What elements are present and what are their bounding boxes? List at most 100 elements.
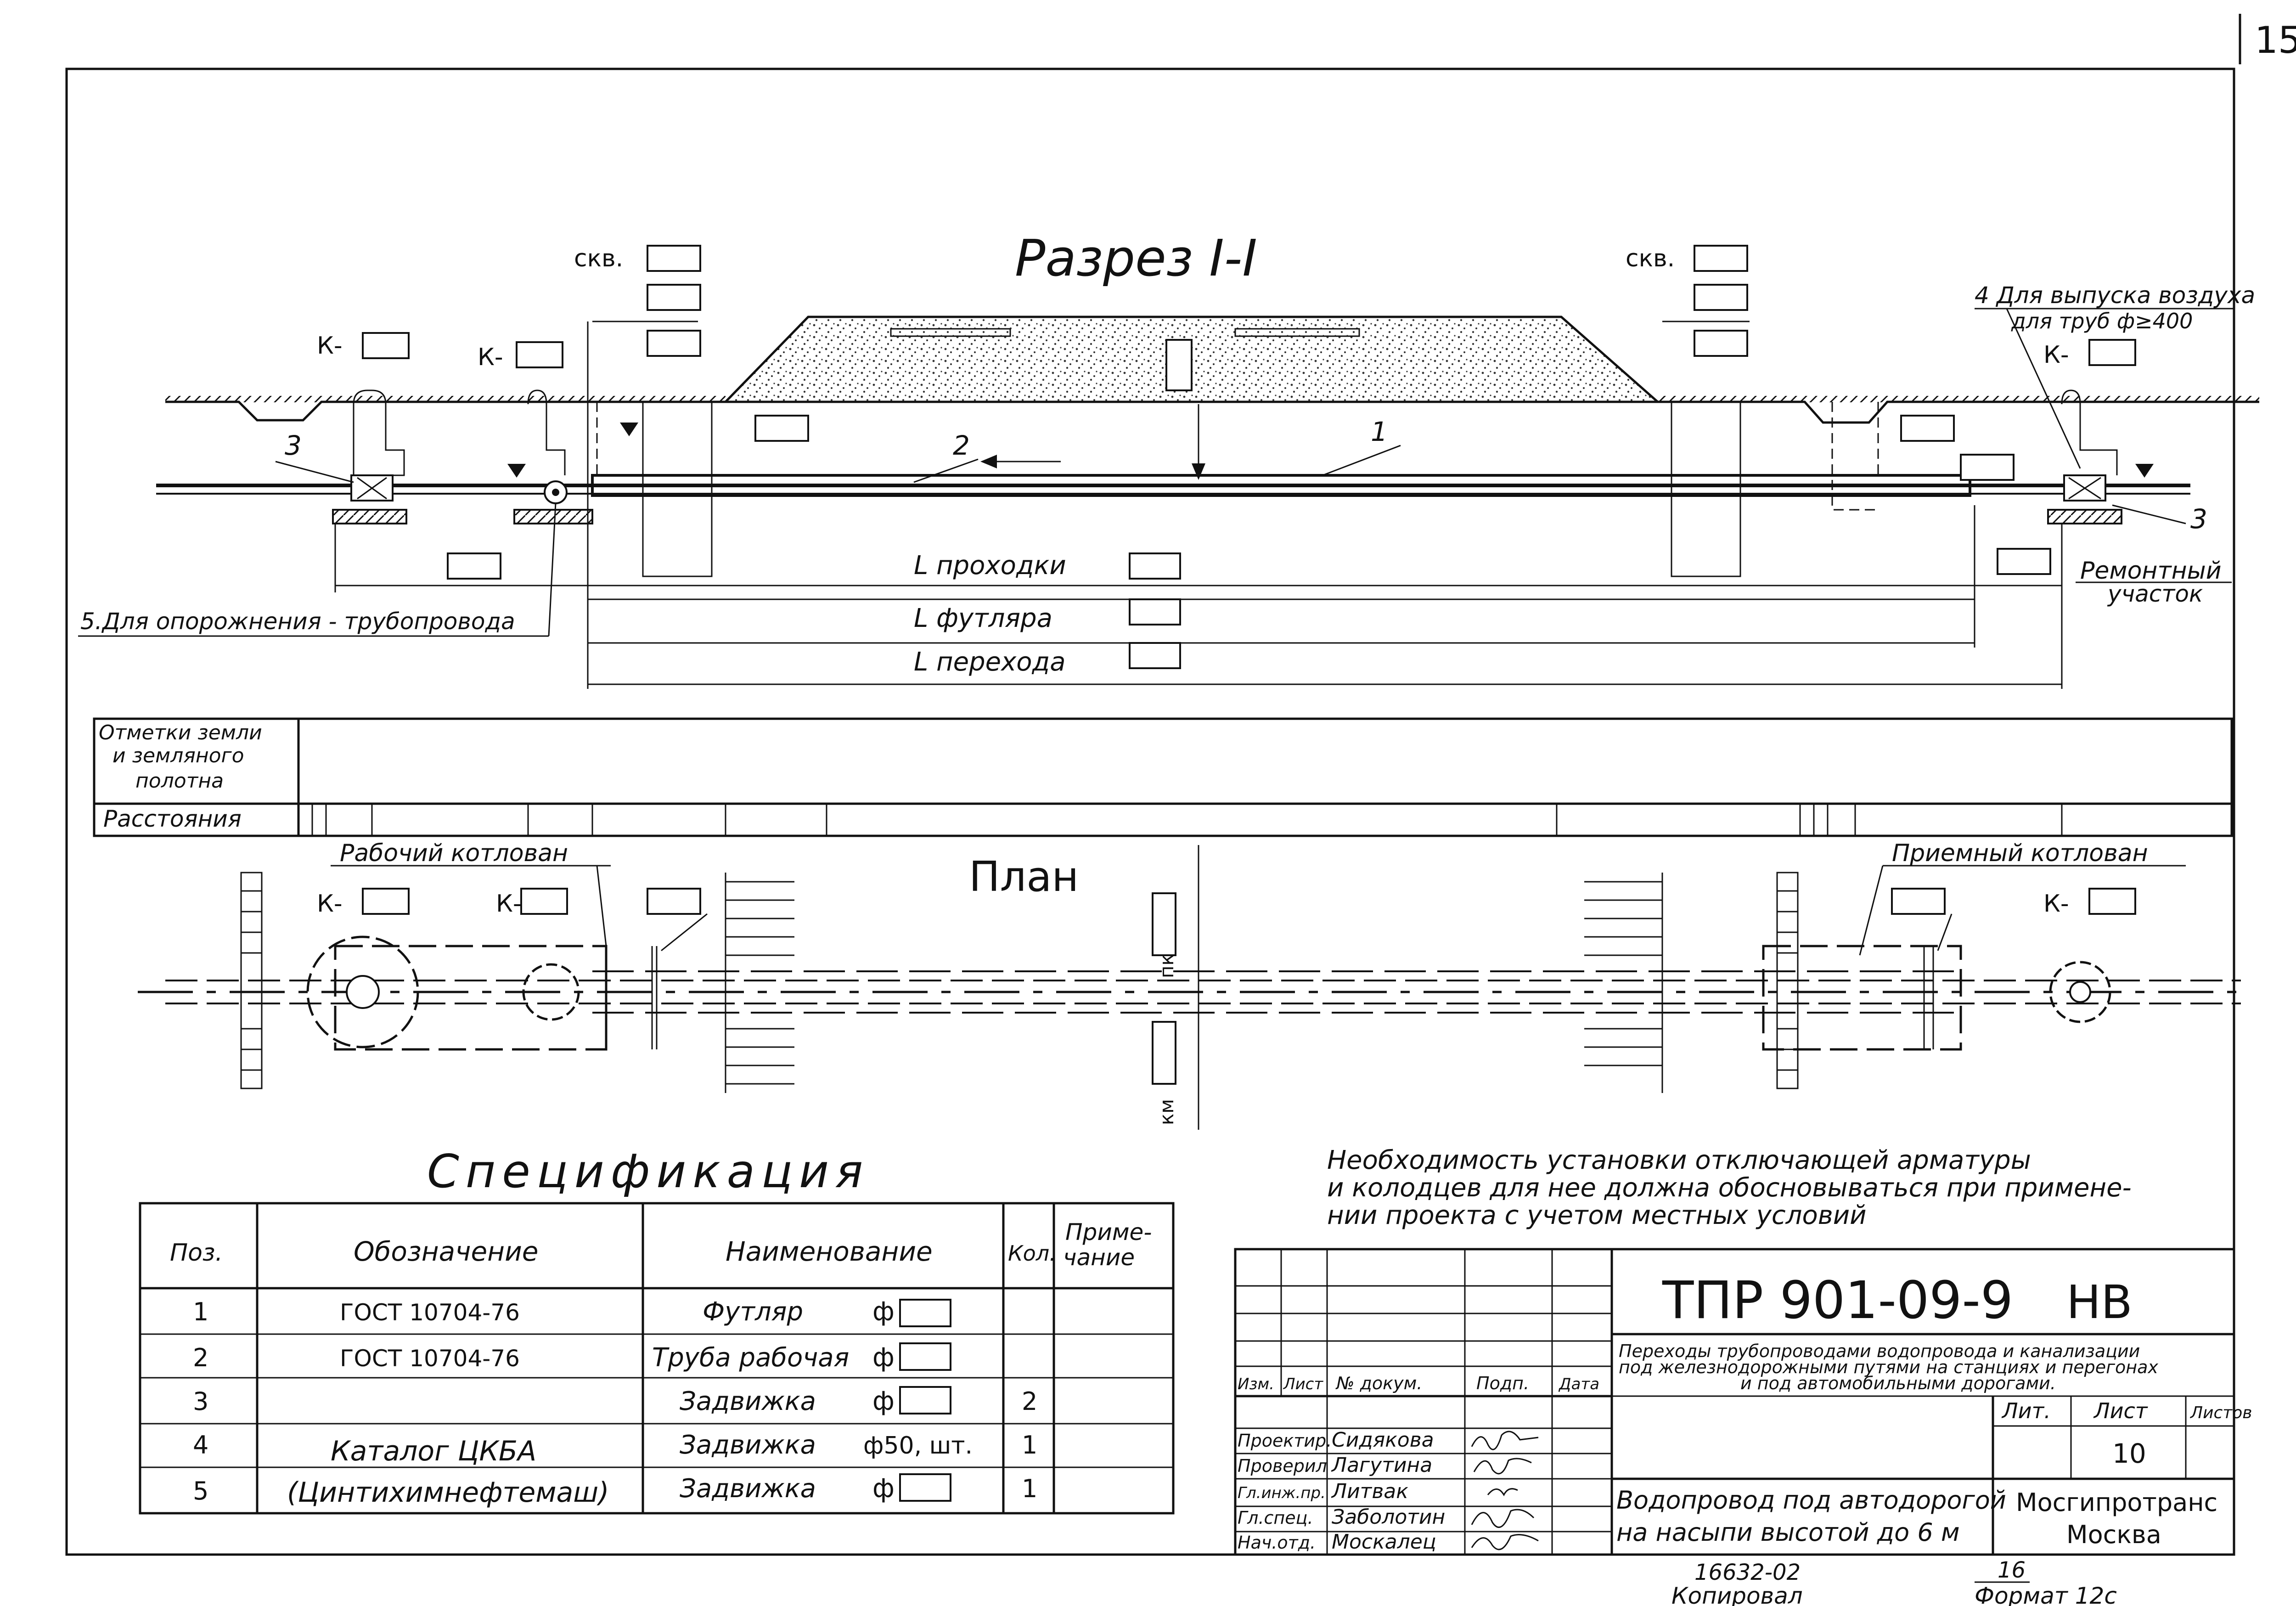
plan-pipeline xyxy=(138,970,2241,1014)
spec-row-5: 5 (Цинтихимнефтемаш) Задвижка ф 1 xyxy=(193,1473,1037,1509)
drawing-title-1: Водопровод под автодорогой xyxy=(1616,1486,2006,1515)
org-name: Мосгипротранс xyxy=(2016,1488,2217,1517)
plan-well-3 xyxy=(2049,961,2111,1023)
drawing-title-2: на насыпи высотой до 6 м xyxy=(1616,1518,1960,1547)
name-4: Заболотин xyxy=(1332,1505,1445,1529)
length-drilling: L проходки xyxy=(914,551,1066,580)
spec-row-4-qty: 1 xyxy=(1022,1431,1037,1459)
section-title: Разрез I-I xyxy=(1015,229,1257,287)
col-header-date: Дата xyxy=(1558,1375,1599,1393)
role-5: Нач.отд. xyxy=(1238,1533,1316,1553)
length-casing: L футляра xyxy=(914,603,1052,633)
pk-label: пк xyxy=(1155,954,1178,978)
sheet-border xyxy=(65,68,2235,1556)
callout-drain: 5.Для опорожнения - трубопровода xyxy=(80,608,515,635)
k-label-1: К- xyxy=(317,332,343,360)
well-right xyxy=(2047,389,2122,524)
plan-well-1 xyxy=(306,935,419,1048)
spec-row-5-sym: ф xyxy=(872,1474,895,1504)
profile-row-1-line3: полотна xyxy=(135,769,224,793)
profile-table xyxy=(93,717,2233,837)
length-crossing: L перехода xyxy=(914,647,1066,677)
spec-row-1-name: Футляр xyxy=(703,1297,803,1327)
spec-row-2-name: Труба рабочая xyxy=(652,1343,849,1373)
plan-k-label-2: К- xyxy=(496,890,522,918)
name-1: Сидякова xyxy=(1332,1428,1434,1452)
doc-suffix: НВ xyxy=(2066,1275,2133,1329)
doc-desc-1: Переходы трубопроводами водопровода и ка… xyxy=(1619,1341,2140,1361)
spec-row-5-qty: 1 xyxy=(1022,1474,1037,1503)
note-line-1: Необходимость установки отключающей арма… xyxy=(1327,1145,2031,1175)
name-2: Лагутина xyxy=(1331,1454,1432,1477)
footer-format: Формат 12с xyxy=(1975,1583,2117,1606)
spec-table xyxy=(139,1202,1175,1515)
repair-section-label: Ремонтный xyxy=(2080,557,2222,585)
footer-page: 16 xyxy=(1998,1557,2026,1583)
spec-row-1-code: ГОСТ 10704-76 xyxy=(340,1299,520,1326)
listov-label: Листов xyxy=(2189,1403,2252,1422)
pos-3-marker-left: 3 xyxy=(285,430,302,461)
spec-row-3: 3 Задвижка ф 2 xyxy=(193,1386,1037,1416)
doc-desc-3: и под автомобильными дорогами. xyxy=(1740,1373,2056,1393)
signatures xyxy=(1471,1431,1539,1550)
plan-k-label-1: К- xyxy=(317,890,343,918)
km-label: км xyxy=(1155,1099,1178,1125)
spec-catalog-line1: Каталог ЦКБА xyxy=(331,1435,536,1467)
spec-header-qty: Кол. xyxy=(1008,1241,1056,1266)
doc-code: ТПР 901-09-9 xyxy=(1662,1271,2013,1330)
spec-row-5-pos: 5 xyxy=(193,1476,208,1505)
plan-receiving-pit xyxy=(1762,945,1962,1051)
k-label-3: К- xyxy=(2043,341,2069,369)
profile-row-1-line2: и земляного xyxy=(113,744,244,767)
profile-row-2: Расстояния xyxy=(103,806,242,832)
plan-sleepers xyxy=(240,872,1799,1093)
footer-copied: Копировал xyxy=(1671,1583,1803,1606)
col-header-sign: Подп. xyxy=(1476,1373,1529,1393)
spec-row-3-pos: 3 xyxy=(193,1387,208,1416)
working-pit-label: Рабочий котлован xyxy=(340,840,568,867)
role-3: Гл.инж.пр. xyxy=(1238,1484,1326,1502)
spec-catalog-line2: (Цинтихимнефтемаш) xyxy=(287,1476,609,1509)
skv-label-left: скв. xyxy=(574,245,623,272)
plan-working-pit xyxy=(334,945,608,1051)
spec-title: Спецификация xyxy=(427,1144,869,1198)
doc-desc-2: под железнодорожными путями на станциях … xyxy=(1619,1357,2158,1377)
footer-number: 16632-02 xyxy=(1694,1560,1801,1585)
k-label-2: К- xyxy=(478,344,503,371)
callout-air-release-sub: для труб ф≥400 xyxy=(2011,309,2193,333)
role-4: Гл.спец. xyxy=(1238,1508,1313,1528)
spec-row-1: 1 ГОСТ 10704-76 Футляр ф xyxy=(193,1297,951,1327)
col-header-doc: № докум. xyxy=(1335,1373,1422,1393)
spec-row-4-name: Задвижка xyxy=(680,1430,816,1460)
sheet-number: 10 xyxy=(2112,1438,2146,1469)
profile-row-1-line1: Отметки земли xyxy=(99,721,262,744)
spec-row-4-sym: ф50, шт. xyxy=(863,1432,973,1459)
spec-row-2-sym: ф xyxy=(872,1343,895,1373)
note-line-2: и колодцев для нее должна обосновываться… xyxy=(1327,1173,2132,1203)
pos-2-marker: 2 xyxy=(953,430,970,461)
spec-row-2: 2 ГОСТ 10704-76 Труба рабочая ф xyxy=(193,1342,951,1373)
spec-row-5-name: Задвижка xyxy=(680,1474,816,1504)
receiving-pit-label: Приемный котлован xyxy=(1892,840,2148,867)
spec-row-2-pos: 2 xyxy=(193,1343,208,1372)
name-5: Москалец xyxy=(1332,1530,1436,1554)
page-number: 15 xyxy=(2255,19,2296,62)
callout-air-release: 4 Для выпуска воздуха xyxy=(1975,282,2255,309)
spec-row-3-name: Задвижка xyxy=(680,1386,816,1416)
plan-title: План xyxy=(969,853,1079,901)
spec-header-note-1: Приме- xyxy=(1065,1219,1152,1245)
title-block xyxy=(1234,1248,2235,1556)
col-header-izm: Изм. xyxy=(1238,1375,1274,1393)
note-line-3: нии проекта с учетом местных условий xyxy=(1327,1200,1867,1230)
col-header-list: Лист xyxy=(1283,1375,1323,1393)
spec-row-4-pos: 4 xyxy=(193,1431,208,1459)
name-3: Литвак xyxy=(1331,1480,1408,1503)
spec-header-code: Обозначение xyxy=(354,1236,538,1267)
lit-label: Лит. xyxy=(2001,1398,2051,1423)
working-pit-wall xyxy=(642,401,713,577)
spec-row-3-qty: 2 xyxy=(1022,1387,1037,1416)
plan-well-2 xyxy=(522,963,580,1021)
skv-label-right: скв. xyxy=(1626,245,1675,272)
spec-header-pos: Поз. xyxy=(170,1239,223,1267)
